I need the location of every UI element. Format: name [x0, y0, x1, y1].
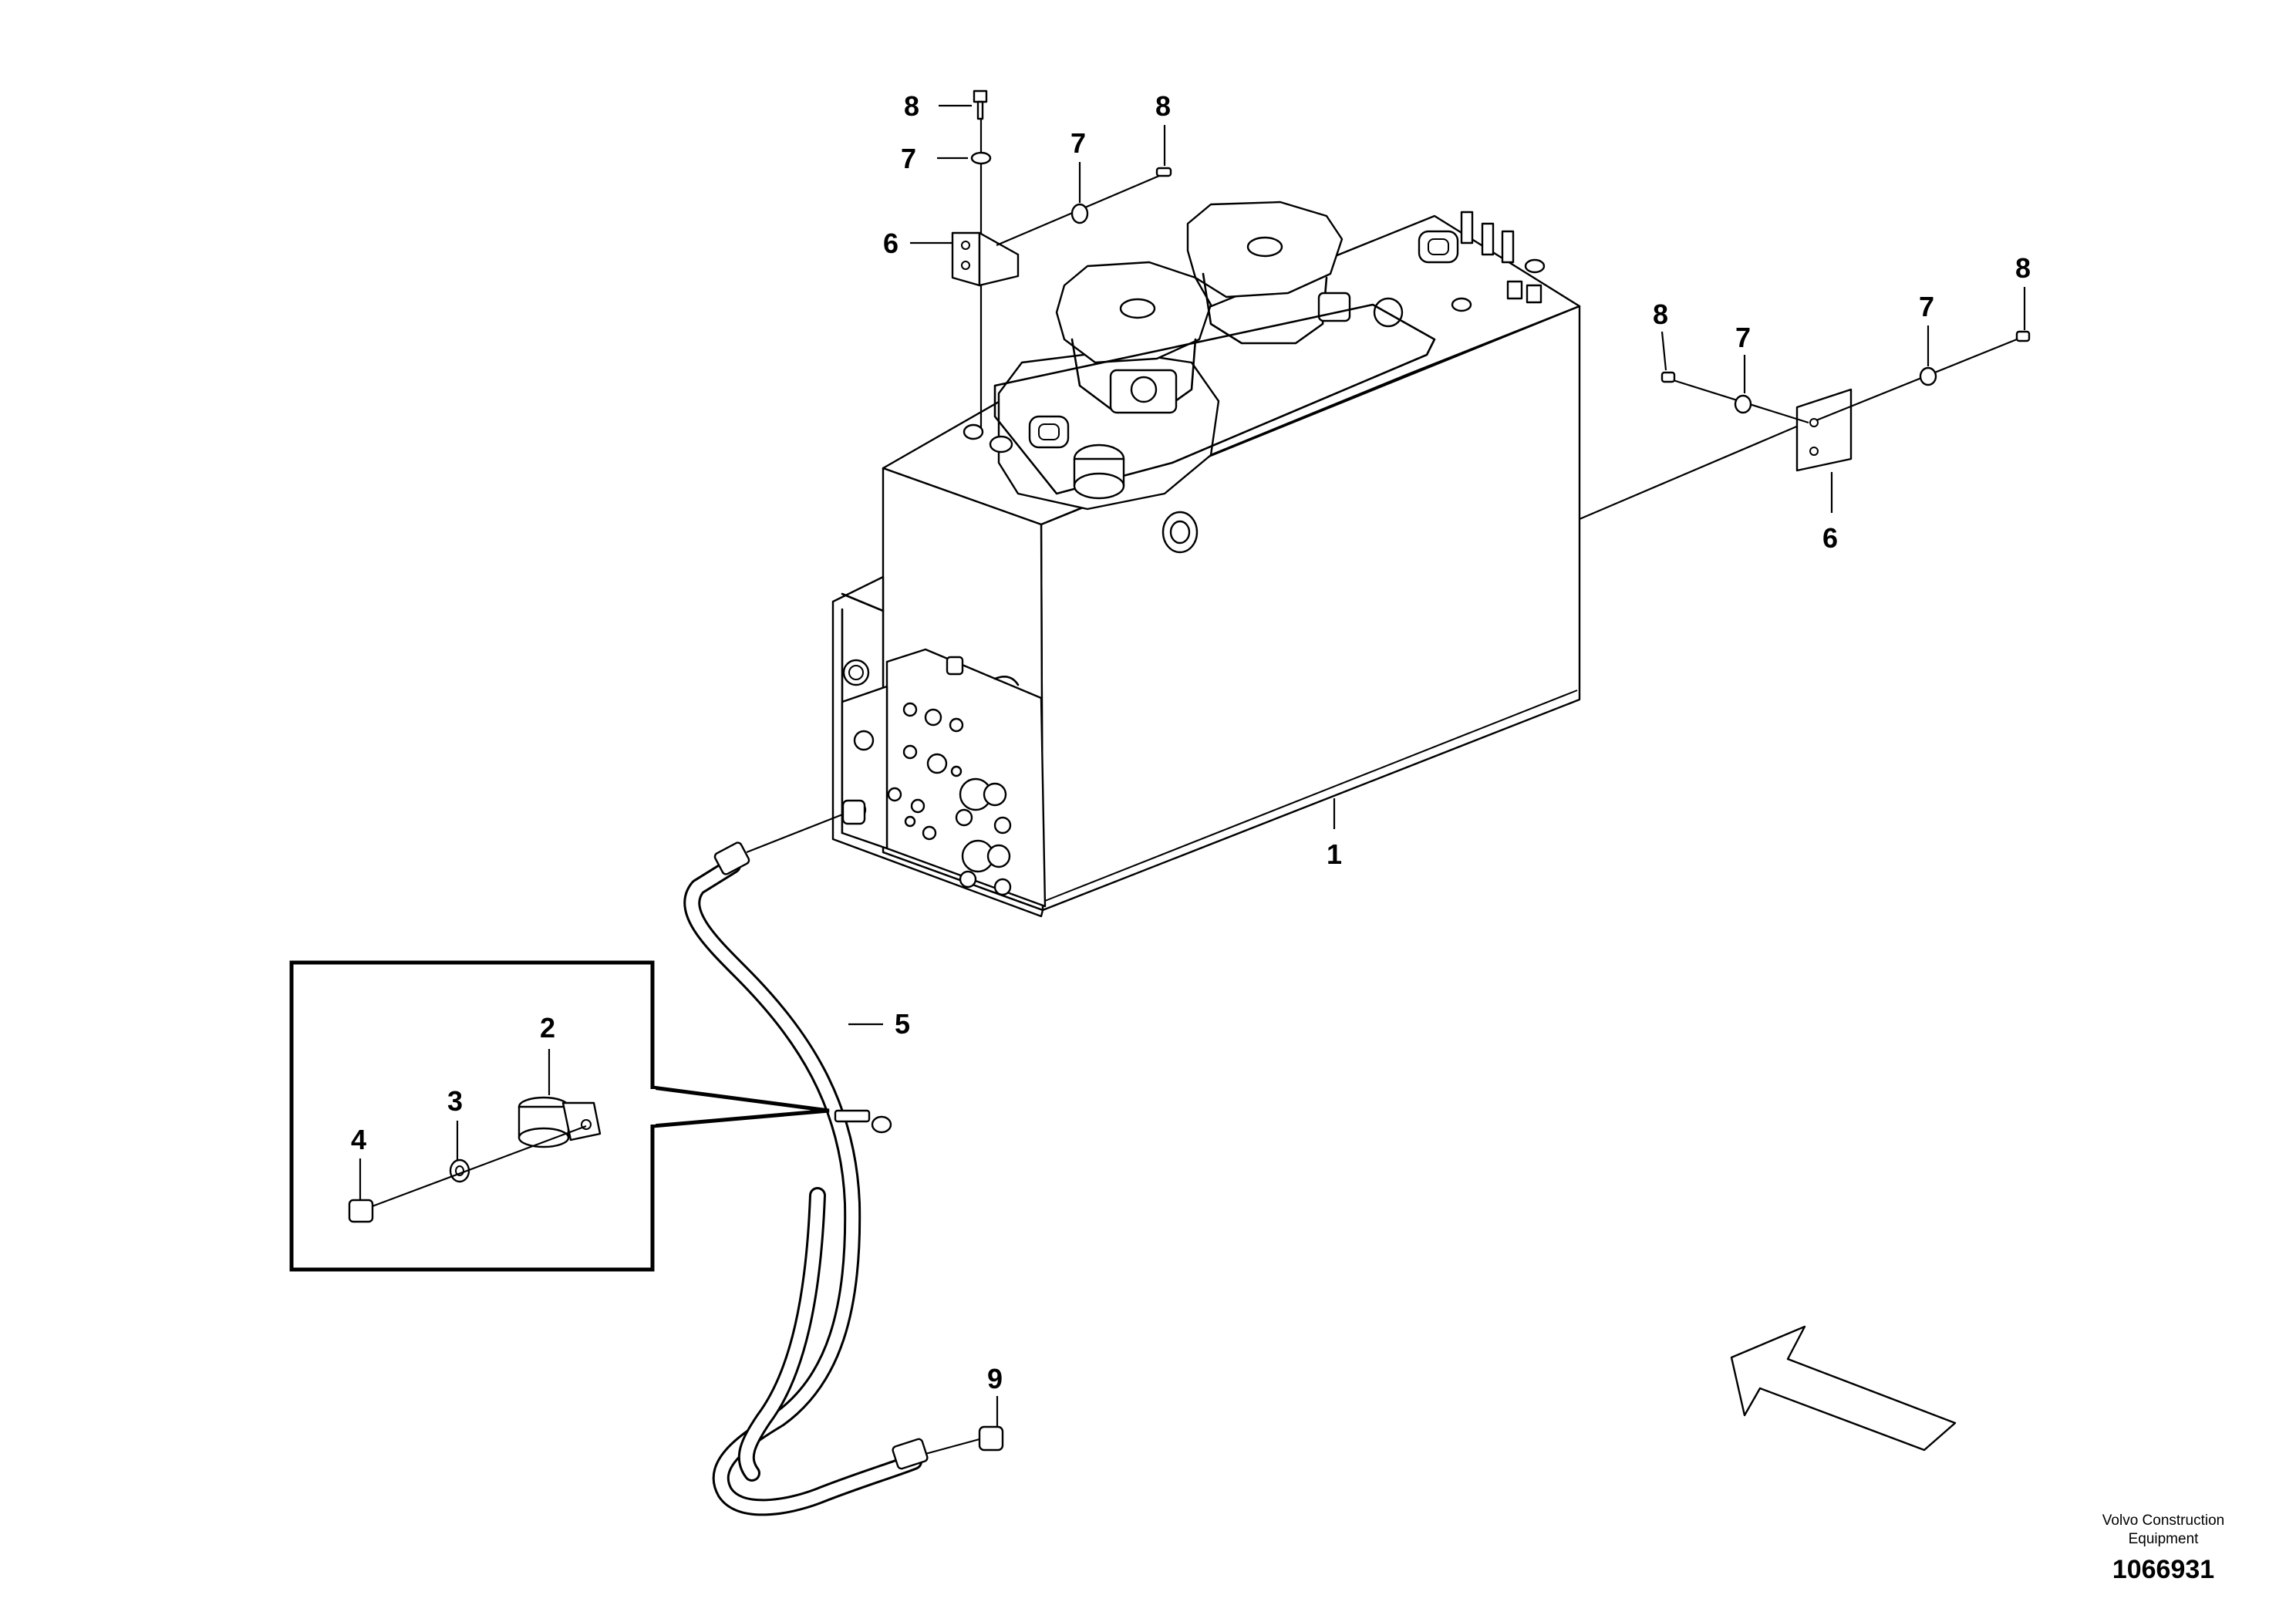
- filler-cap: [1073, 443, 1125, 500]
- pump-housing-rear: [1186, 201, 1404, 345]
- bracket-assembly-right: [1579, 330, 2031, 521]
- hose-end-fitting: [713, 841, 750, 875]
- port-fitting: [1161, 511, 1199, 554]
- company-name-line2: Equipment: [2129, 1531, 2200, 1547]
- washer-part: [449, 1121, 470, 1183]
- detail-inset: [289, 960, 830, 1272]
- lifting-eye: [1028, 230, 1459, 449]
- callout-5: 5: [895, 1008, 910, 1040]
- company-name-line1: Volvo Construction: [2102, 1512, 2224, 1529]
- callout-8-right-a: 8: [1653, 298, 1668, 330]
- plug: [925, 1396, 1004, 1455]
- callout-7-right-a: 7: [1735, 322, 1751, 353]
- hose-clamp: [834, 1109, 892, 1134]
- adapter-fitting: [841, 799, 866, 825]
- drawing-number: 1066931: [2112, 1555, 2214, 1584]
- bracket-assembly-left: [951, 89, 1172, 428]
- hose-assembly: [683, 799, 929, 1516]
- callout-7-left-a: 7: [901, 143, 916, 174]
- callout-8-right-b: 8: [2015, 252, 2031, 284]
- valve-manifold: [841, 648, 1047, 908]
- breather-fittings: [1451, 211, 1546, 312]
- hydraulic-tank: [831, 201, 1581, 918]
- callout-8-left-b: 8: [1155, 90, 1171, 122]
- leader-line: [1660, 331, 1667, 371]
- callout-7-left-b: 7: [1070, 127, 1086, 159]
- pump-housing-front: [997, 261, 1220, 511]
- callout-7-right-b: 7: [1919, 291, 1934, 322]
- clamp-part: [518, 1049, 602, 1148]
- footer-credit: Volvo Construction Equipment 1066931: [2102, 1512, 2224, 1584]
- callout-2: 2: [540, 1012, 555, 1044]
- bolt-part: [348, 1125, 587, 1223]
- callout-8-left-a: 8: [904, 90, 919, 122]
- callout-3: 3: [447, 1085, 463, 1117]
- direction-arrow: [1730, 1325, 1957, 1452]
- callout-6-right: 6: [1822, 522, 1838, 554]
- callout-6-left: 6: [883, 228, 899, 259]
- callout-1: 1: [1327, 838, 1342, 870]
- callout-9: 9: [987, 1363, 1003, 1394]
- hose-end-fitting: [892, 1438, 929, 1470]
- callout-4: 4: [351, 1124, 366, 1155]
